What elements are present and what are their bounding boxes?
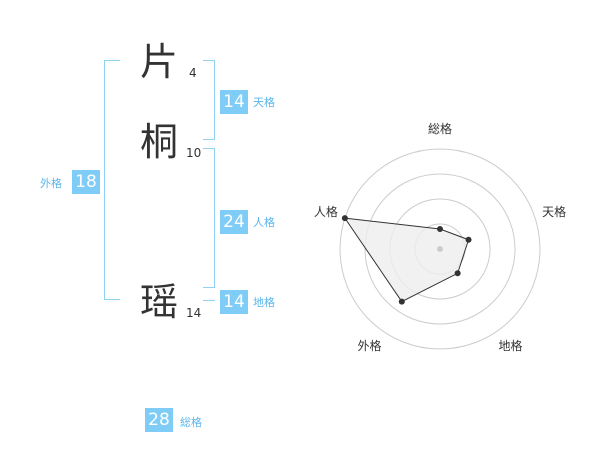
soukaku-badge: 28 <box>145 408 173 432</box>
jinkaku-bracket <box>203 148 215 288</box>
jinkaku-badge: 24 <box>220 210 248 234</box>
tenkaku-label: 天格 <box>253 96 275 109</box>
radar-axis-label-2: 天格 <box>542 204 566 219</box>
name-char-2: 桐 <box>140 120 179 164</box>
tenkaku-badge: 14 <box>220 90 248 114</box>
radar-point-3 <box>454 270 461 277</box>
radar-point-1 <box>437 226 443 232</box>
stroke-count-1: 4 <box>189 66 197 80</box>
gaikaku-label: 外格 <box>40 177 62 190</box>
radar-ring-4 <box>339 148 541 350</box>
name-char-1: 片 <box>140 40 179 84</box>
jinkaku-label: 人格 <box>253 216 275 229</box>
stroke-count-3: 14 <box>186 306 202 320</box>
radar-data-polygon <box>343 217 470 303</box>
chikaku-label: 地格 <box>253 296 275 309</box>
stroke-count-2: 10 <box>186 146 202 160</box>
radar-point-4 <box>398 298 405 305</box>
soukaku-label: 総格 <box>180 416 202 429</box>
name-char-3: 瑶 <box>140 280 179 324</box>
radar-axis-label-3: 地格 <box>498 338 522 353</box>
radar-point-2 <box>465 236 472 243</box>
chikaku-badge: 14 <box>220 290 248 314</box>
chikaku-connector <box>203 300 215 301</box>
radar-axis-label-5: 人格 <box>314 204 338 219</box>
gaikaku-badge: 18 <box>72 170 100 194</box>
radar-point-5 <box>341 215 348 222</box>
gaikaku-bracket <box>104 60 120 300</box>
radar-center-dot <box>437 246 443 252</box>
radar-ring-3 <box>364 173 516 325</box>
radar-axis-label-4: 外格 <box>357 338 381 353</box>
radar-axis-label-1: 総格 <box>428 121 452 136</box>
tenkaku-bracket <box>203 60 215 140</box>
